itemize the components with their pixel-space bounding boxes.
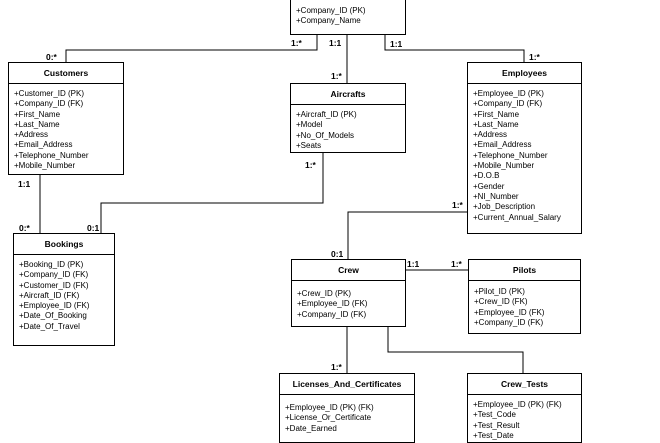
- attribute: +Email_Address: [14, 140, 73, 150]
- attribute: +Last_Name: [473, 119, 519, 129]
- attribute: +Employee_ID (PK) (FK): [473, 400, 562, 409]
- attribute: +Date_Earned: [285, 423, 337, 433]
- attribute: +Aircraft_ID (PK): [296, 110, 357, 119]
- attribute: +Telephone_Number: [14, 150, 89, 160]
- entity-title: Crew_Tests: [468, 374, 581, 395]
- cardinality-label: 1:*: [331, 71, 342, 81]
- entity-licenses-and-certificates: Licenses_And_Certificates +Employee_ID (…: [279, 373, 415, 443]
- attribute: +Address: [473, 130, 508, 140]
- entity-employees: Employees +Employee_ID (PK) +Company_ID …: [467, 62, 582, 234]
- attribute: +Mobile_Number: [473, 161, 535, 171]
- crew-attributes: +Crew_ID (PK) +Employee_ID (FK) +Company…: [292, 281, 405, 320]
- crew-tests-attributes: +Employee_ID (PK) (FK) +Test_Code +Test_…: [468, 395, 581, 441]
- attribute: +Crew_ID (PK): [297, 289, 352, 298]
- attribute: +Pilot_ID (PK): [474, 287, 525, 296]
- attribute: +D.O.B: [473, 171, 500, 181]
- cardinality-label: 0:*: [46, 52, 57, 62]
- attribute: +No_Of_Models: [296, 130, 355, 140]
- entity-title: Crew: [292, 260, 405, 281]
- attribute: +Company_ID (FK): [473, 99, 543, 109]
- attribute: +Company_Name: [296, 16, 361, 26]
- attribute: +Test_Result: [473, 420, 520, 430]
- cardinality-label: 0:1: [331, 249, 344, 259]
- entity-title: Customers: [9, 63, 123, 84]
- entity-aircrafts: Aircrafts +Aircraft_ID (PK) +Model +No_O…: [290, 83, 406, 153]
- cardinality-label: 1:1: [390, 39, 403, 49]
- line-aircrafts-bookings: [100, 152, 324, 233]
- attribute: +First_Name: [14, 109, 61, 119]
- entity-company: +Company_ID (PK) +Company_Name: [290, 0, 406, 35]
- customers-attributes: +Customer_ID (PK) +Company_ID (FK) +Firs…: [9, 84, 123, 171]
- attribute: +Employee_ID (PK): [473, 89, 544, 98]
- attribute: +First_Name: [473, 109, 520, 119]
- entity-title: Bookings: [14, 234, 114, 255]
- aircrafts-attributes: +Aircraft_ID (PK) +Model +No_Of_Models +…: [291, 105, 405, 151]
- cardinality-label: 0:1: [87, 223, 100, 233]
- attribute: +Employee_ID (PK) (FK): [285, 403, 374, 412]
- entity-customers: Customers +Customer_ID (PK) +Company_ID …: [8, 62, 124, 175]
- attribute: +Company_ID (FK): [297, 309, 367, 319]
- attribute: +Customer_ID (PK): [14, 89, 85, 98]
- attribute: +Telephone_Number: [473, 150, 548, 160]
- attribute: +Email_Address: [473, 140, 532, 150]
- cardinality-label: 1:*: [529, 52, 540, 62]
- employees-attributes: +Employee_ID (PK) +Company_ID (FK) +Firs…: [468, 84, 581, 223]
- entity-bookings: Bookings +Booking_ID (PK) +Company_ID (F…: [13, 233, 115, 346]
- cardinality-label: 0:*: [19, 223, 30, 233]
- attribute: +Last_Name: [14, 119, 60, 129]
- attribute: +License_Or_Certificate: [285, 413, 372, 423]
- bookings-attributes: +Booking_ID (PK) +Company_ID (FK) +Custo…: [14, 255, 114, 332]
- cardinality-label: 1:1: [18, 179, 31, 189]
- entity-title: Aircrafts: [291, 84, 405, 105]
- entity-title: Pilots: [469, 260, 580, 281]
- entity-title: Licenses_And_Certificates: [280, 374, 414, 395]
- attribute: +Current_Annual_Salary: [473, 212, 561, 222]
- attribute: +Company_ID (PK): [296, 6, 366, 15]
- entity-title: Employees: [468, 63, 581, 84]
- attribute: +Employee_ID (FK): [19, 301, 90, 311]
- cardinality-label: 1:*: [305, 160, 316, 170]
- attribute: +Employee_ID (FK): [474, 307, 545, 317]
- cardinality-label: 1:*: [452, 200, 463, 210]
- attribute: +Company_ID (FK): [14, 99, 84, 109]
- attribute: +Gender: [473, 181, 505, 191]
- attribute: +Company_ID (FK): [474, 317, 544, 327]
- attribute: +Crew_ID (FK): [474, 297, 528, 307]
- cardinality-label: 1:*: [291, 38, 302, 48]
- attribute: +Seats: [296, 140, 322, 150]
- entity-crew-tests: Crew_Tests +Employee_ID (PK) (FK) +Test_…: [467, 373, 582, 443]
- attribute: +Address: [14, 130, 49, 140]
- licenses-attributes: +Employee_ID (PK) (FK) +License_Or_Certi…: [280, 395, 414, 434]
- attribute: +Mobile_Number: [14, 161, 76, 171]
- line-company-employees: [384, 34, 525, 62]
- attribute: +Booking_ID (PK): [19, 260, 84, 269]
- attribute: +Employee_ID (FK): [297, 299, 368, 309]
- attribute: +Date_Of_Travel: [19, 321, 80, 331]
- attribute: +Date_Of_Booking: [19, 311, 87, 321]
- entity-pilots: Pilots +Pilot_ID (PK) +Crew_ID (FK) +Emp…: [468, 259, 581, 334]
- attribute: +Job_Description: [473, 202, 536, 212]
- cardinality-label: 1:*: [451, 259, 462, 269]
- entity-crew: Crew +Crew_ID (PK) +Employee_ID (FK) +Co…: [291, 259, 406, 327]
- attribute: +NI_Number: [473, 191, 519, 201]
- attribute: +Company_ID (FK): [19, 270, 89, 280]
- pilots-attributes: +Pilot_ID (PK) +Crew_ID (FK) +Employee_I…: [469, 281, 580, 328]
- attribute: +Test_Code: [473, 410, 516, 420]
- attribute: +Aircraft_ID (FK): [19, 290, 80, 300]
- cardinality-label: 1:1: [407, 259, 420, 269]
- line-employees-crew: [347, 211, 468, 259]
- attribute: +Customer_ID (FK): [19, 280, 89, 290]
- attribute: +Model: [296, 120, 323, 130]
- line-crew-crew-tests: [387, 326, 524, 373]
- line-company-customers: [65, 34, 318, 62]
- cardinality-label: 1:*: [331, 362, 342, 372]
- attribute: +Test_Date: [473, 430, 514, 440]
- company-attributes: +Company_ID (PK) +Company_Name: [291, 0, 405, 27]
- cardinality-label: 1:1: [329, 38, 342, 48]
